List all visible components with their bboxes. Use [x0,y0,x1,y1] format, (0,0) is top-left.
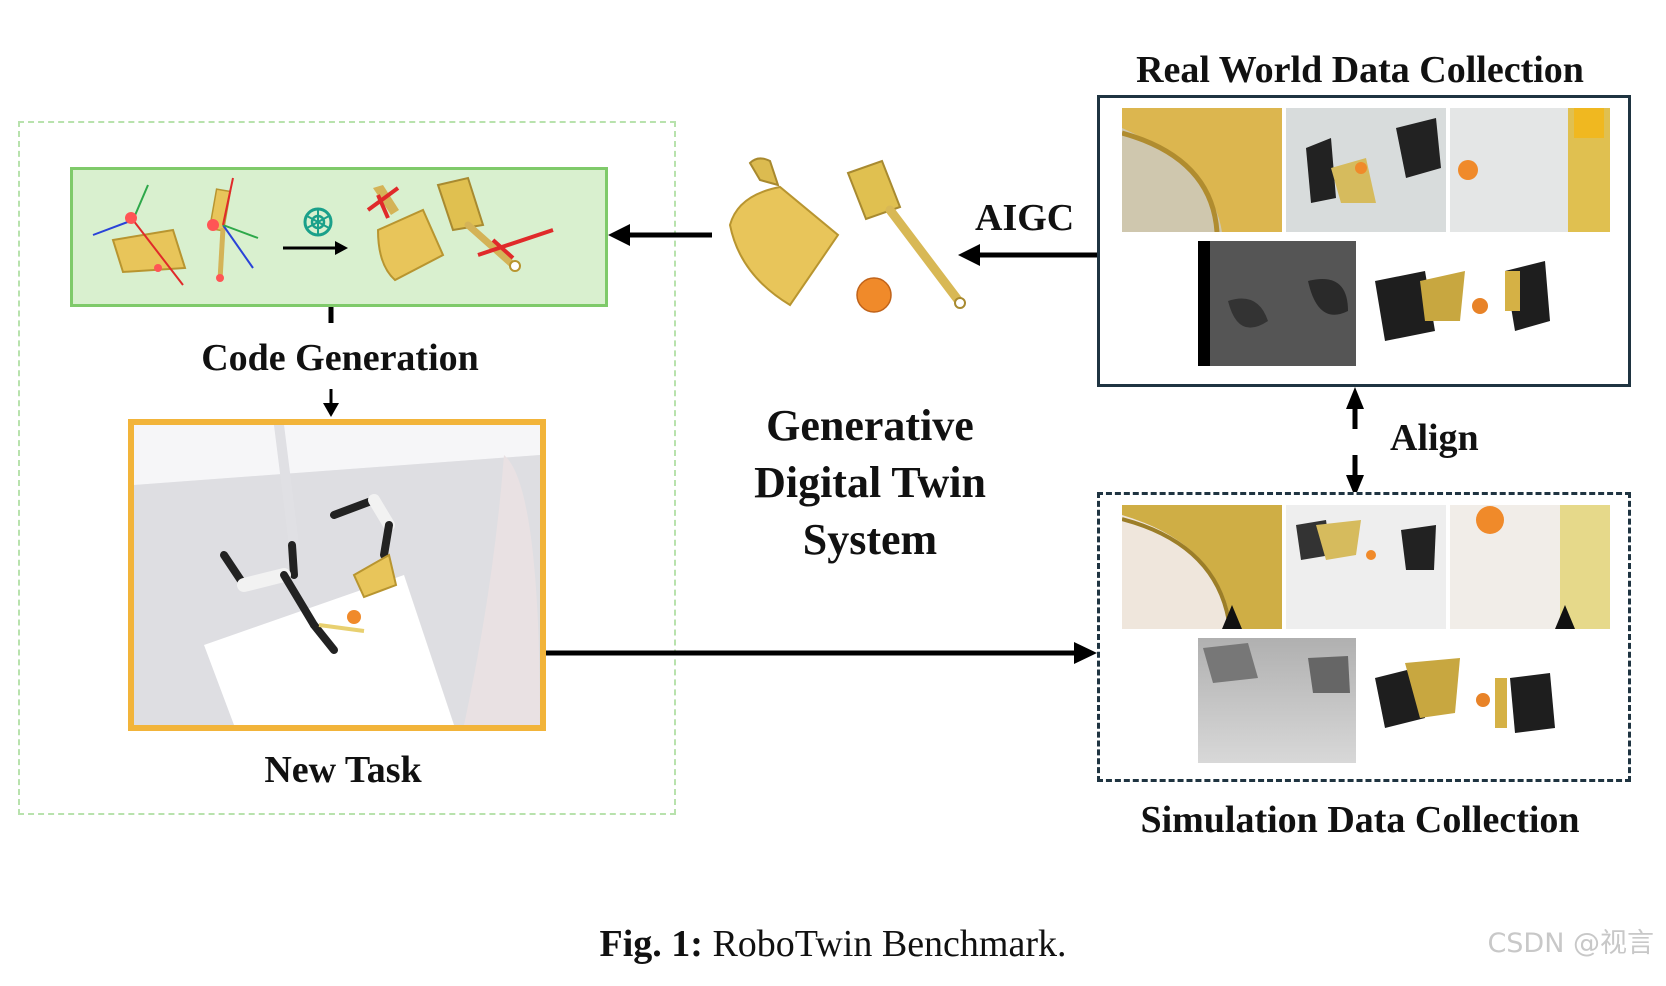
sim-photo-2 [1286,505,1446,629]
figure-caption: Fig. 1: RoboTwin Benchmark. [0,922,1666,966]
generative-objects [728,157,966,313]
real-photo-2 [1286,108,1446,232]
generative-line3: System [802,515,938,564]
simulation-frame [1097,492,1631,782]
sim-depth-map [1198,638,1356,763]
left-dashed-region [18,121,676,815]
real-photo-3 [1450,108,1610,232]
real-depth-map [1198,241,1356,366]
watermark: CSDN @视言 [1487,928,1654,959]
objects-to-code-arrow [608,224,712,246]
brush-result-icon [436,176,554,272]
generation-arrow-icon [283,241,348,255]
align-label: Align [1390,417,1479,459]
aigc-label: AIGC [975,197,1075,239]
generative-line2: Digital Twin [754,458,986,507]
brush-icon [846,159,966,309]
caption-prefix: Fig. 1: [599,923,703,965]
real-pointcloud [1365,241,1615,366]
simulation-label: Simulation Data Collection [1140,799,1580,841]
robot-arm-icon [220,425,395,654]
dustpan-icon [728,157,840,307]
chatgpt-icon [303,207,333,237]
code-generation-label: Code Generation [201,337,479,379]
task-to-simulation-arrow [546,642,1097,664]
caption-text: RoboTwin Benchmark. [702,923,1067,965]
real-world-frame [1097,95,1631,387]
dustpan-result-icon [366,185,445,282]
generative-line1: Generative [766,401,974,450]
new-task-label: New Task [264,749,422,791]
dustpan-axes-icon [92,184,187,286]
code-generation-panel [70,167,608,307]
new-task-panel [128,419,546,731]
sim-photo-1 [1122,505,1282,629]
align-arrow [1346,387,1364,497]
brush-axes-icon [207,177,259,282]
aigc-arrow [958,244,1098,266]
sim-photo-3 [1450,505,1610,629]
real-world-label: Real World Data Collection [1136,49,1584,91]
ball-icon [856,277,892,313]
sim-pointcloud [1365,638,1615,763]
code-to-task-arrow [323,307,339,417]
real-photo-1 [1122,108,1282,232]
